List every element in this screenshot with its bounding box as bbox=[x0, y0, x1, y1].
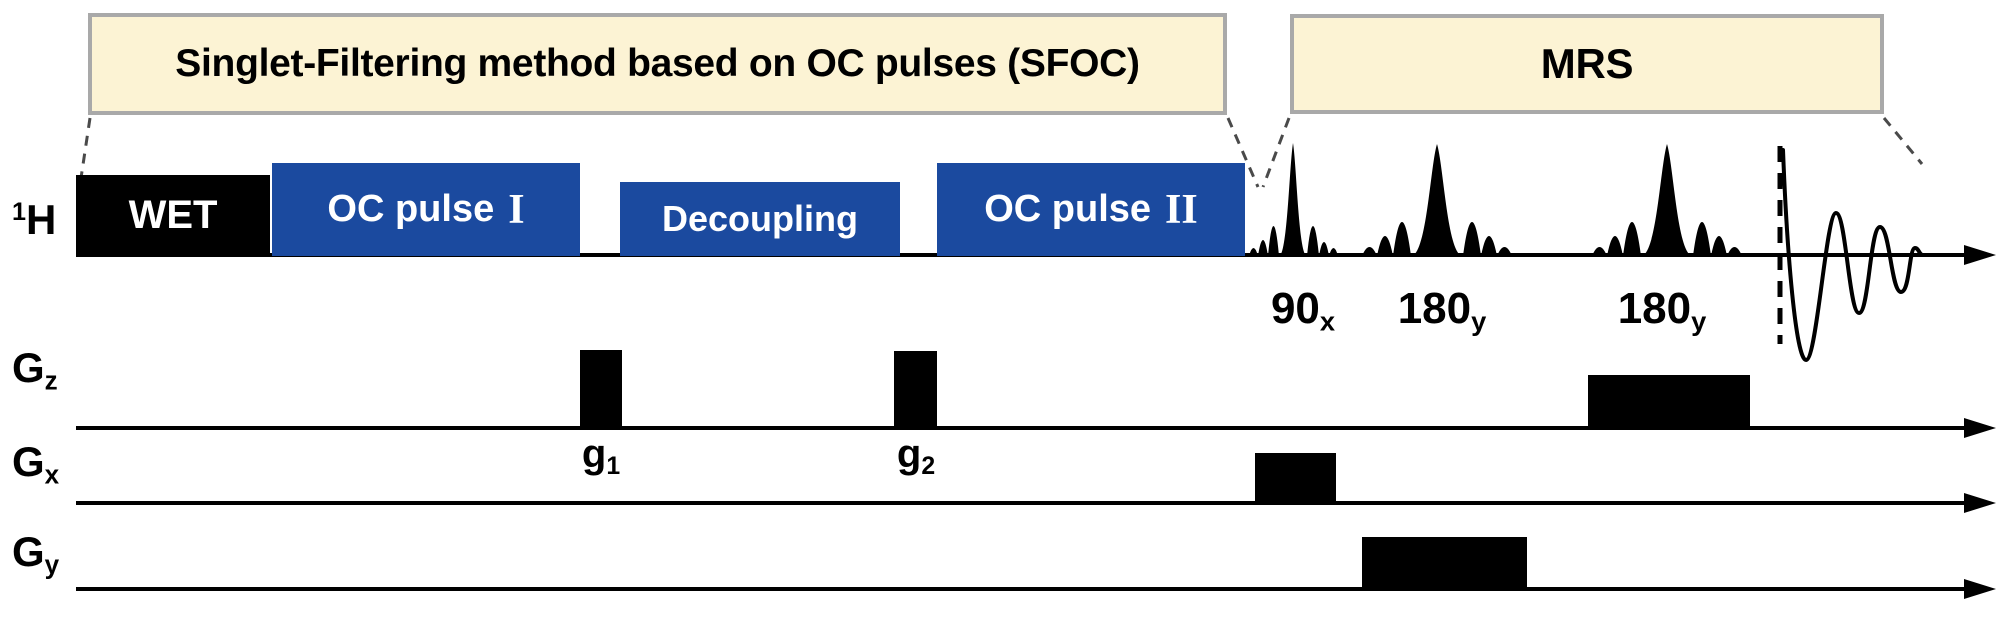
oc-pulse-2-label: OC pulse bbox=[984, 188, 1152, 230]
g2-gradient-pulse bbox=[894, 351, 937, 428]
gz-arrowhead bbox=[1964, 418, 1996, 438]
channel-label-gy: Gy bbox=[12, 528, 59, 580]
channel-label-1h-symbol: H bbox=[26, 196, 57, 243]
decoupling-label: Decoupling bbox=[662, 198, 858, 239]
channel-label-gz: Gz bbox=[12, 344, 58, 396]
sfoc-title-box: Singlet-Filtering method based on OC pul… bbox=[88, 13, 1227, 115]
channel-label-1h: 1H bbox=[12, 196, 56, 244]
channel-label-gx: Gx bbox=[12, 438, 59, 490]
mrs-title-box: MRS bbox=[1290, 14, 1884, 114]
channel-label-gx-symbol: G bbox=[12, 438, 45, 485]
channel-label-gy-symbol: G bbox=[12, 528, 45, 575]
channel-label-gx-subscript: x bbox=[44, 459, 60, 490]
gz-slice-gradient-pulse bbox=[1588, 375, 1750, 428]
rf-label-180y-first-phase: y bbox=[1471, 305, 1487, 337]
mrs-right-connector-dashed-line bbox=[1882, 117, 1924, 165]
decoupling-block: Decoupling bbox=[620, 182, 900, 256]
fid-signal bbox=[1781, 148, 1925, 363]
rf-180y-second-sinc-pulse bbox=[1592, 144, 1742, 256]
gradient-label-g2-subscript: 2 bbox=[921, 452, 936, 480]
rf-label-180y-second-angle: 180 bbox=[1617, 284, 1692, 333]
oc-pulse-2-block: OC pulse II bbox=[937, 163, 1245, 256]
rf-label-180y-first: 180y bbox=[1382, 284, 1502, 338]
rf-label-90x-phase: x bbox=[1319, 305, 1336, 337]
gradient-label-g1-symbol: g bbox=[581, 432, 607, 476]
gy-arrowhead bbox=[1964, 579, 1996, 599]
gy-timeline bbox=[76, 579, 1996, 599]
wet-label: WET bbox=[128, 193, 218, 237]
channel-label-gz-symbol: G bbox=[12, 344, 45, 391]
rf-label-180y-first-angle: 180 bbox=[1397, 284, 1472, 333]
sfoc-title-text: Singlet-Filtering method based on OC pul… bbox=[175, 42, 1140, 85]
oc-pulse-1-block: OC pulse I bbox=[272, 163, 580, 256]
gx-timeline bbox=[76, 493, 1996, 513]
gx-arrowhead bbox=[1964, 493, 1996, 513]
g1-gradient-pulse bbox=[580, 350, 622, 428]
h1-arrowhead bbox=[1964, 245, 1996, 265]
oc-pulse-1-label: OC pulse bbox=[327, 188, 495, 230]
gy-gradient-pulse bbox=[1362, 537, 1527, 589]
channel-label-gy-subscript: y bbox=[44, 549, 60, 580]
rf-180y-first-sinc-pulse bbox=[1362, 144, 1512, 256]
channel-label-gz-subscript: z bbox=[44, 365, 58, 396]
sfoc-right-connector-dashed-line bbox=[1226, 117, 1260, 188]
rf-label-90x: 90x bbox=[1248, 284, 1358, 338]
rf-90x-sinc-pulse bbox=[1249, 143, 1338, 256]
rf-label-180y-second-phase: y bbox=[1691, 305, 1707, 337]
gradient-label-g1: g1 bbox=[561, 432, 641, 481]
wet-pulse-block: WET bbox=[76, 175, 270, 256]
gradient-label-g1-subscript: 1 bbox=[606, 452, 621, 480]
gradient-label-g2: g2 bbox=[876, 432, 956, 481]
rf-label-90x-angle: 90 bbox=[1270, 284, 1320, 333]
mrs-title-text: MRS bbox=[1540, 40, 1634, 87]
gx-gradient-pulse bbox=[1255, 453, 1336, 503]
sfoc-left-connector-dashed-line bbox=[76, 117, 92, 199]
channel-label-1h-superscript: 1 bbox=[12, 198, 27, 227]
gradient-label-g2-symbol: g bbox=[896, 432, 922, 476]
mrs-left-connector-dashed-line bbox=[1261, 117, 1291, 188]
rf-label-180y-second: 180y bbox=[1602, 284, 1722, 338]
